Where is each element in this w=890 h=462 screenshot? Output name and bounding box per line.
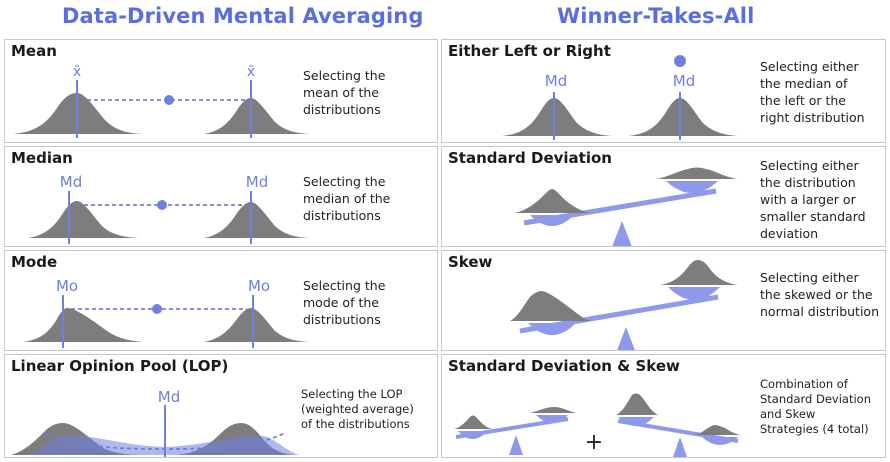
panel-title: Standard Deviation [448,149,612,167]
panel-sd-and-skew: Standard Deviation & Skew + Combination … [441,354,886,458]
distribution-right [203,202,309,238]
scale-pan-left [528,323,576,335]
distribution-normal [660,260,738,285]
panel-title: Skew [448,253,493,271]
distribution-left [23,308,143,342]
scale-pan-right [666,181,718,193]
skew-diagram [510,260,738,350]
panel-title: Mean [11,42,57,60]
right-column-title: Winner-Takes-All [557,4,755,28]
distribution-left [502,98,612,136]
distribution-narrow [514,189,590,213]
mode-symbol: Mo [248,277,270,295]
median-symbol: Md [545,72,567,90]
panel-title: Either Left or Right [448,42,611,60]
either-diagram: Md Md [502,55,738,140]
plus-symbol: + [585,430,603,455]
mean-symbol: x̄ [247,64,255,80]
distribution-right [203,98,309,134]
lop-diagram: Md [11,388,299,457]
left-column-title: Data-Driven Mental Averaging [62,4,424,28]
distribution-left [27,201,139,238]
panel-title: Linear Opinion Pool (LOP) [11,357,229,375]
distribution-right [203,308,309,342]
mode-diagram: Mo Mo [23,277,309,348]
panel-lop: Linear Opinion Pool (LOP) Md Selecting t… [4,354,438,458]
median-symbol: Md [158,388,180,406]
lop-distribution [27,435,299,455]
sd-skew-diagram: + [454,393,742,457]
panel-either-left-or-right: Either Left or Right Md Md Selecting eit… [441,39,886,143]
sd-diagram [514,167,738,246]
panel-description: Selecting the LOP(weighted average)of th… [301,387,414,431]
distribution-wide [656,167,738,179]
distribution-skewed [510,291,594,321]
median-symbol: Md [246,173,268,191]
scale-pan-right [668,287,720,300]
median-symbol: Md [673,72,695,90]
mode-symbol: Mo [56,277,78,295]
median-diagram: Md Md [27,173,309,244]
mean-diagram: x̄ x̄ [13,64,309,138]
median-symbol: Md [60,173,82,191]
panel-title: Standard Deviation & Skew [448,357,680,375]
panel-title: Median [11,149,73,167]
scale-pan-left [530,215,574,226]
mean-symbol: x̄ [73,64,81,80]
distribution-right [628,98,738,136]
panel-title: Mode [11,253,58,271]
